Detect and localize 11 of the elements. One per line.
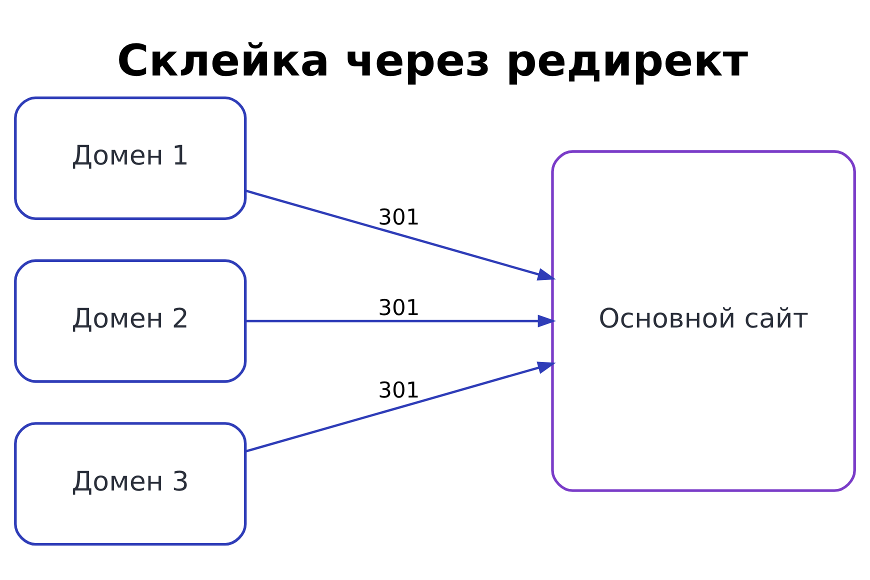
node-box: Домен 2 bbox=[14, 259, 247, 383]
arrow bbox=[246, 314, 556, 328]
node-box: Домен 3 bbox=[14, 422, 247, 546]
arrow bbox=[246, 362, 556, 452]
arrow bbox=[246, 190, 556, 280]
diagram-title: Склейка через редирект bbox=[116, 36, 748, 87]
edge-label: 301 bbox=[378, 205, 420, 230]
node-box: Домен 1 bbox=[14, 96, 247, 220]
edge-label: 301 bbox=[378, 296, 420, 322]
node-box: Основной сайт bbox=[551, 150, 856, 492]
edge-label: 301 bbox=[378, 378, 420, 404]
